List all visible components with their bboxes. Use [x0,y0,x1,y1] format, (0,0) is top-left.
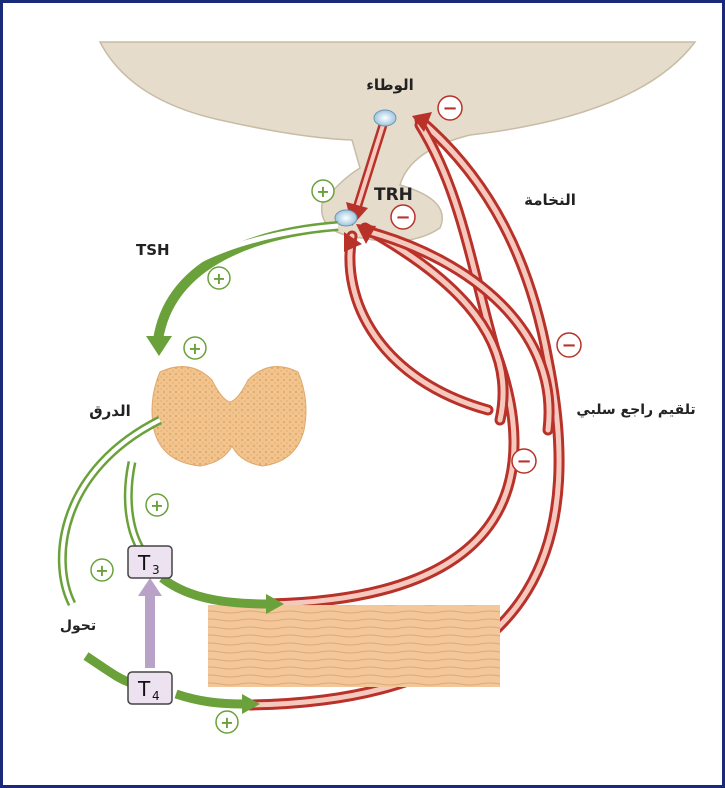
svg-text:+: + [212,269,225,288]
plus-sign-thyroid: + [184,337,206,359]
svg-text:−: − [395,207,410,228]
t3-subscript: 3 [152,563,160,577]
svg-text:+: + [220,713,233,732]
target-tissue [208,605,500,687]
svg-text:+: + [150,496,163,515]
t4-label: T [137,677,151,701]
plus-sign-pituitary: + [312,180,334,202]
svg-text:+: + [95,561,108,580]
t4-box: T 4 [128,672,172,704]
svg-text:−: − [516,451,531,472]
minus-sign-pituitary: − [391,205,415,229]
svg-text:+: + [316,182,329,201]
thyroid-label: الدرق [89,402,130,420]
plus-sign-t3-output: + [146,494,168,516]
tsh-arrow [146,226,338,356]
conversion-label: تحول [60,618,96,634]
t3-label: T [137,551,151,575]
hypothalamus-nucleus [374,110,396,126]
svg-text:−: − [561,335,576,356]
minus-sign-hypothalamus: − [438,96,462,120]
negative-feedback-label: تلقيم راجع سلبي [576,402,695,418]
pituitary-nucleus [335,210,357,226]
tsh-label: TSH [136,241,170,259]
svg-text:−: − [442,98,457,119]
minus-sign-feedback-lower: − [512,449,536,473]
minus-sign-feedback-upper: − [557,333,581,357]
plus-sign-conversion: + [91,559,113,581]
t3-box: T 3 [128,546,172,578]
pituitary-label: النخامة [524,191,576,209]
svg-text:+: + [188,339,201,358]
trh-label: TRH [374,185,413,205]
conversion-arrow [138,578,162,668]
plus-sign-t4-output: + [216,711,238,733]
hypothalamus-label: الوطاء [366,76,414,94]
plus-sign-tsh: + [208,267,230,289]
t4-subscript: 4 [152,689,160,703]
thyroid-gland [152,367,306,466]
